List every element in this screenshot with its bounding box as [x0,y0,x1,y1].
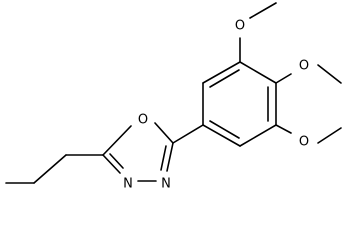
aryl-link-bond [172,124,204,144]
benzene-bond-2-double [209,69,240,88]
ring-bond-c5-o1 [102,125,132,156]
ring-nitrogen-right-label: N [161,177,171,192]
methoxy-middle-bond-1 [275,73,292,84]
methoxy-top-bond-2 [249,2,277,19]
structure-svg: O N N O O O [5,2,342,192]
bonds [5,2,342,184]
ring-bond-n4-c5 [102,154,121,174]
ring-bond-o1-c2 [154,122,174,144]
benzene-bond-5 [239,124,277,147]
methoxy-middle-bond-2 [317,64,342,84]
atom-labels: O N N O O O [123,19,309,192]
molecule-diagram: O N N O O O [5,2,342,192]
benzene-bond-2 [202,61,241,84]
ring-oxygen-label: O [138,113,148,128]
propyl-bond-2 [33,154,67,184]
methoxy-top-oxygen-label: O [235,19,245,34]
ring-bond-c2-n3-double [160,145,167,171]
benzene-bond-6 [202,124,241,147]
methoxy-bottom-bond-1 [275,124,292,134]
ring-bond-c2-n3 [166,142,174,172]
methoxy-middle-oxygen-label: O [299,59,309,74]
benzene-bond-3 [239,61,277,84]
benzene-bond-6-double [209,120,240,139]
ring-nitrogen-left-label: N [123,177,133,192]
ring-bond-n4-c5-double [109,153,124,169]
methoxy-bottom-oxygen-label: O [299,135,309,150]
methoxy-bottom-bond-2 [317,127,342,144]
